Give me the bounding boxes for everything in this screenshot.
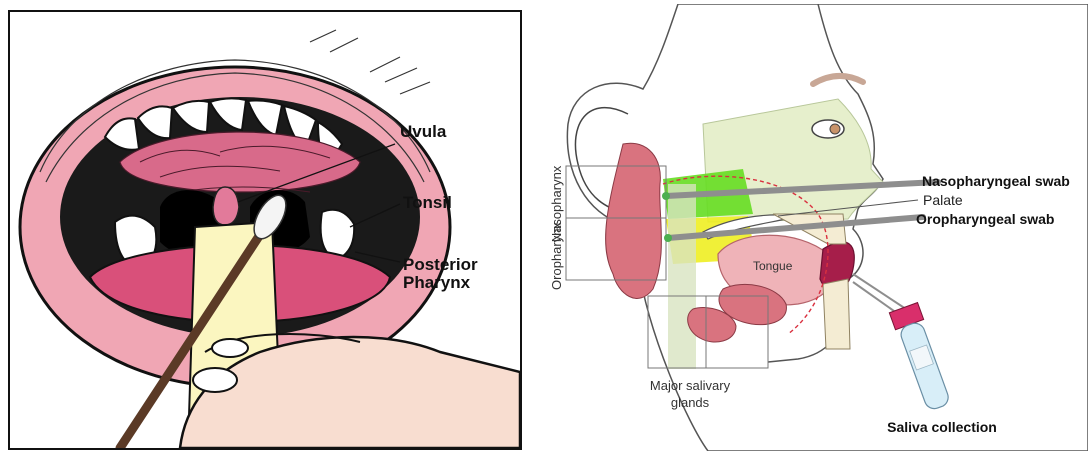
fingernail	[212, 339, 248, 357]
tongue-label: Tongue	[753, 259, 793, 273]
lower-jaw-bone	[823, 279, 850, 349]
uvula	[213, 187, 239, 225]
throat-swab-drawing: Uvula Tonsil Posterior Pharynx	[10, 12, 520, 448]
major-salivary-glands-label-line2: glands	[671, 395, 710, 410]
saliva-collection-label: Saliva collection	[887, 419, 997, 435]
posterior-pharynx-label-line1: Posterior	[403, 255, 478, 274]
oropharyngeal-swab-tip	[664, 234, 672, 242]
oropharynx-label: Oropharynx	[549, 222, 564, 290]
uvula-label: Uvula	[400, 122, 447, 141]
throat-swab-illustration: Uvula Tonsil Posterior Pharynx	[8, 10, 522, 450]
posterior-pharynx-label-line2: Pharynx	[403, 273, 471, 292]
major-salivary-glands-label-line1: Major salivary	[650, 378, 731, 393]
eye-pupil	[830, 124, 840, 134]
head-cross-section: Nasopharynx Oropharynx Nasopharyngeal sw…	[528, 4, 1088, 451]
oropharyngeal-swab-label: Oropharyngeal swab	[916, 211, 1054, 227]
nasopharyngeal-swab-label: Nasopharyngeal swab	[922, 173, 1070, 189]
sampling-sites-diagram: Nasopharynx Oropharynx Nasopharyngeal sw…	[528, 4, 1088, 451]
thumbnail	[193, 368, 237, 392]
pharynx-column	[668, 184, 696, 369]
tonsil-label: Tonsil	[403, 193, 452, 212]
palate-label: Palate	[923, 192, 963, 208]
nasopharyngeal-swab-tip	[662, 192, 670, 200]
